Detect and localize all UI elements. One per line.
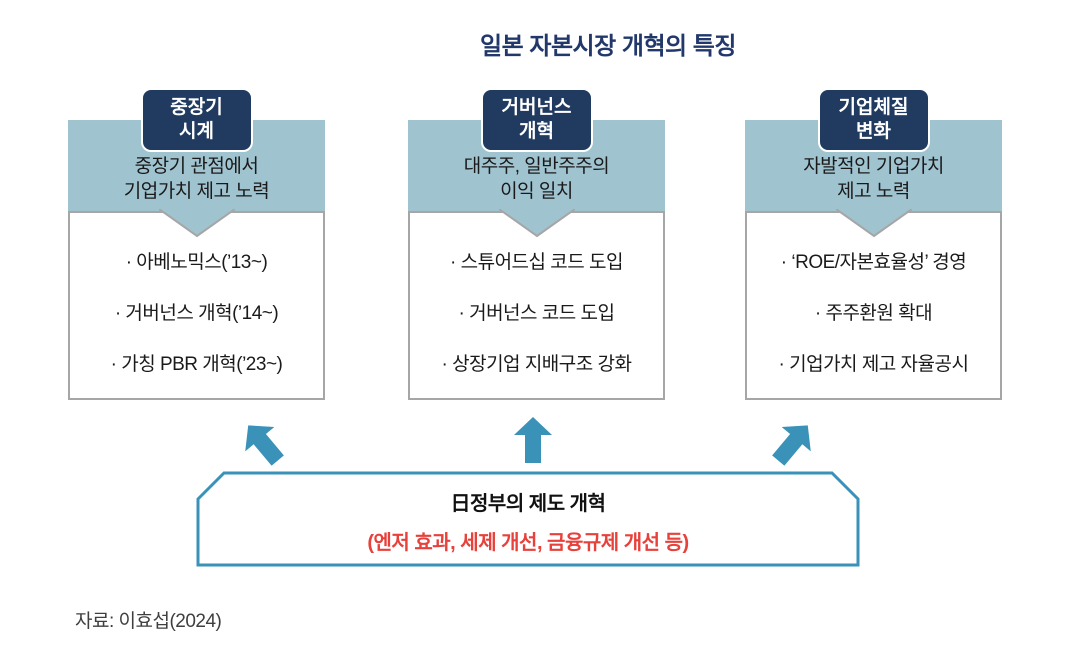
bottom-box-title: 日정부의 제도 개혁 xyxy=(450,493,606,515)
column-body: · ‘ROE/자본효율성’ 경영 · 주주환원 확대 · 기업가치 제고 자율공… xyxy=(745,213,1002,400)
list-item: · 가칭 PBR 개혁(’23~) xyxy=(110,354,283,375)
column-body: · 아베노믹스(’13~) · 거버넌스 개혁(’14~) · 가칭 PBR 개… xyxy=(68,213,325,400)
bottom-box-subtitle: (엔저 효과, 세제 개선, 금융규제 개선 등) xyxy=(367,532,689,554)
list-item: · 상장기업 지배구조 강화 xyxy=(441,354,632,375)
list-item: · 주주환원 확대 xyxy=(814,303,933,324)
notch-pointer-icon xyxy=(835,209,912,238)
list-item: · 기업가치 제고 자율공시 xyxy=(778,354,969,375)
bottom-box-outline xyxy=(196,471,860,567)
column-badge: 기업체질 변화 xyxy=(817,88,930,152)
column-header-label: 중장기 관점에서 기업가치 제고 노력 xyxy=(123,155,270,202)
list-item: · ‘ROE/자본효율성’ 경영 xyxy=(780,252,967,273)
list-item: · 거버넌스 코드 도입 xyxy=(458,303,615,324)
list-item: · 아베노믹스(’13~) xyxy=(125,252,268,273)
list-item: · 거버넌스 개혁(’14~) xyxy=(114,303,279,324)
column-card-governance: 거버넌스 개혁 대주주, 일반주주의 이익 일치 · 스튜어드십 코드 도입 ·… xyxy=(408,88,665,400)
notch-pointer-icon xyxy=(158,209,235,238)
column-header-label: 대주주, 일반주주의 이익 일치 xyxy=(463,155,610,202)
column-card-midterm: 중장기 시계 중장기 관점에서 기업가치 제고 노력 · 아베노믹스(’13~)… xyxy=(68,88,325,400)
up-arrow-icon xyxy=(514,417,552,463)
up-left-arrow-icon xyxy=(245,425,284,466)
bottom-box: 日정부의 제도 개혁 (엔저 효과, 세제 개선, 금융규제 개선 등) xyxy=(196,471,860,567)
column-badge: 중장기 시계 xyxy=(140,88,253,152)
column-header-label: 자발적인 기업가치 제고 노력 xyxy=(803,155,944,202)
notch-pointer-icon xyxy=(498,209,575,238)
column-body: · 스튜어드십 코드 도입 · 거버넌스 코드 도입 · 상장기업 지배구조 강… xyxy=(408,213,665,400)
up-right-arrow-icon xyxy=(772,425,811,466)
source-caption: 자료: 이효섭(2024) xyxy=(75,611,222,632)
column-badge: 거버넌스 개혁 xyxy=(480,88,593,152)
page-title: 일본 자본시장 개혁의 특징 xyxy=(480,33,736,60)
list-item: · 스튜어드십 코드 도입 xyxy=(450,252,623,273)
column-card-corporate: 기업체질 변화 자발적인 기업가치 제고 노력 · ‘ROE/자본효율성’ 경영… xyxy=(745,88,1002,400)
